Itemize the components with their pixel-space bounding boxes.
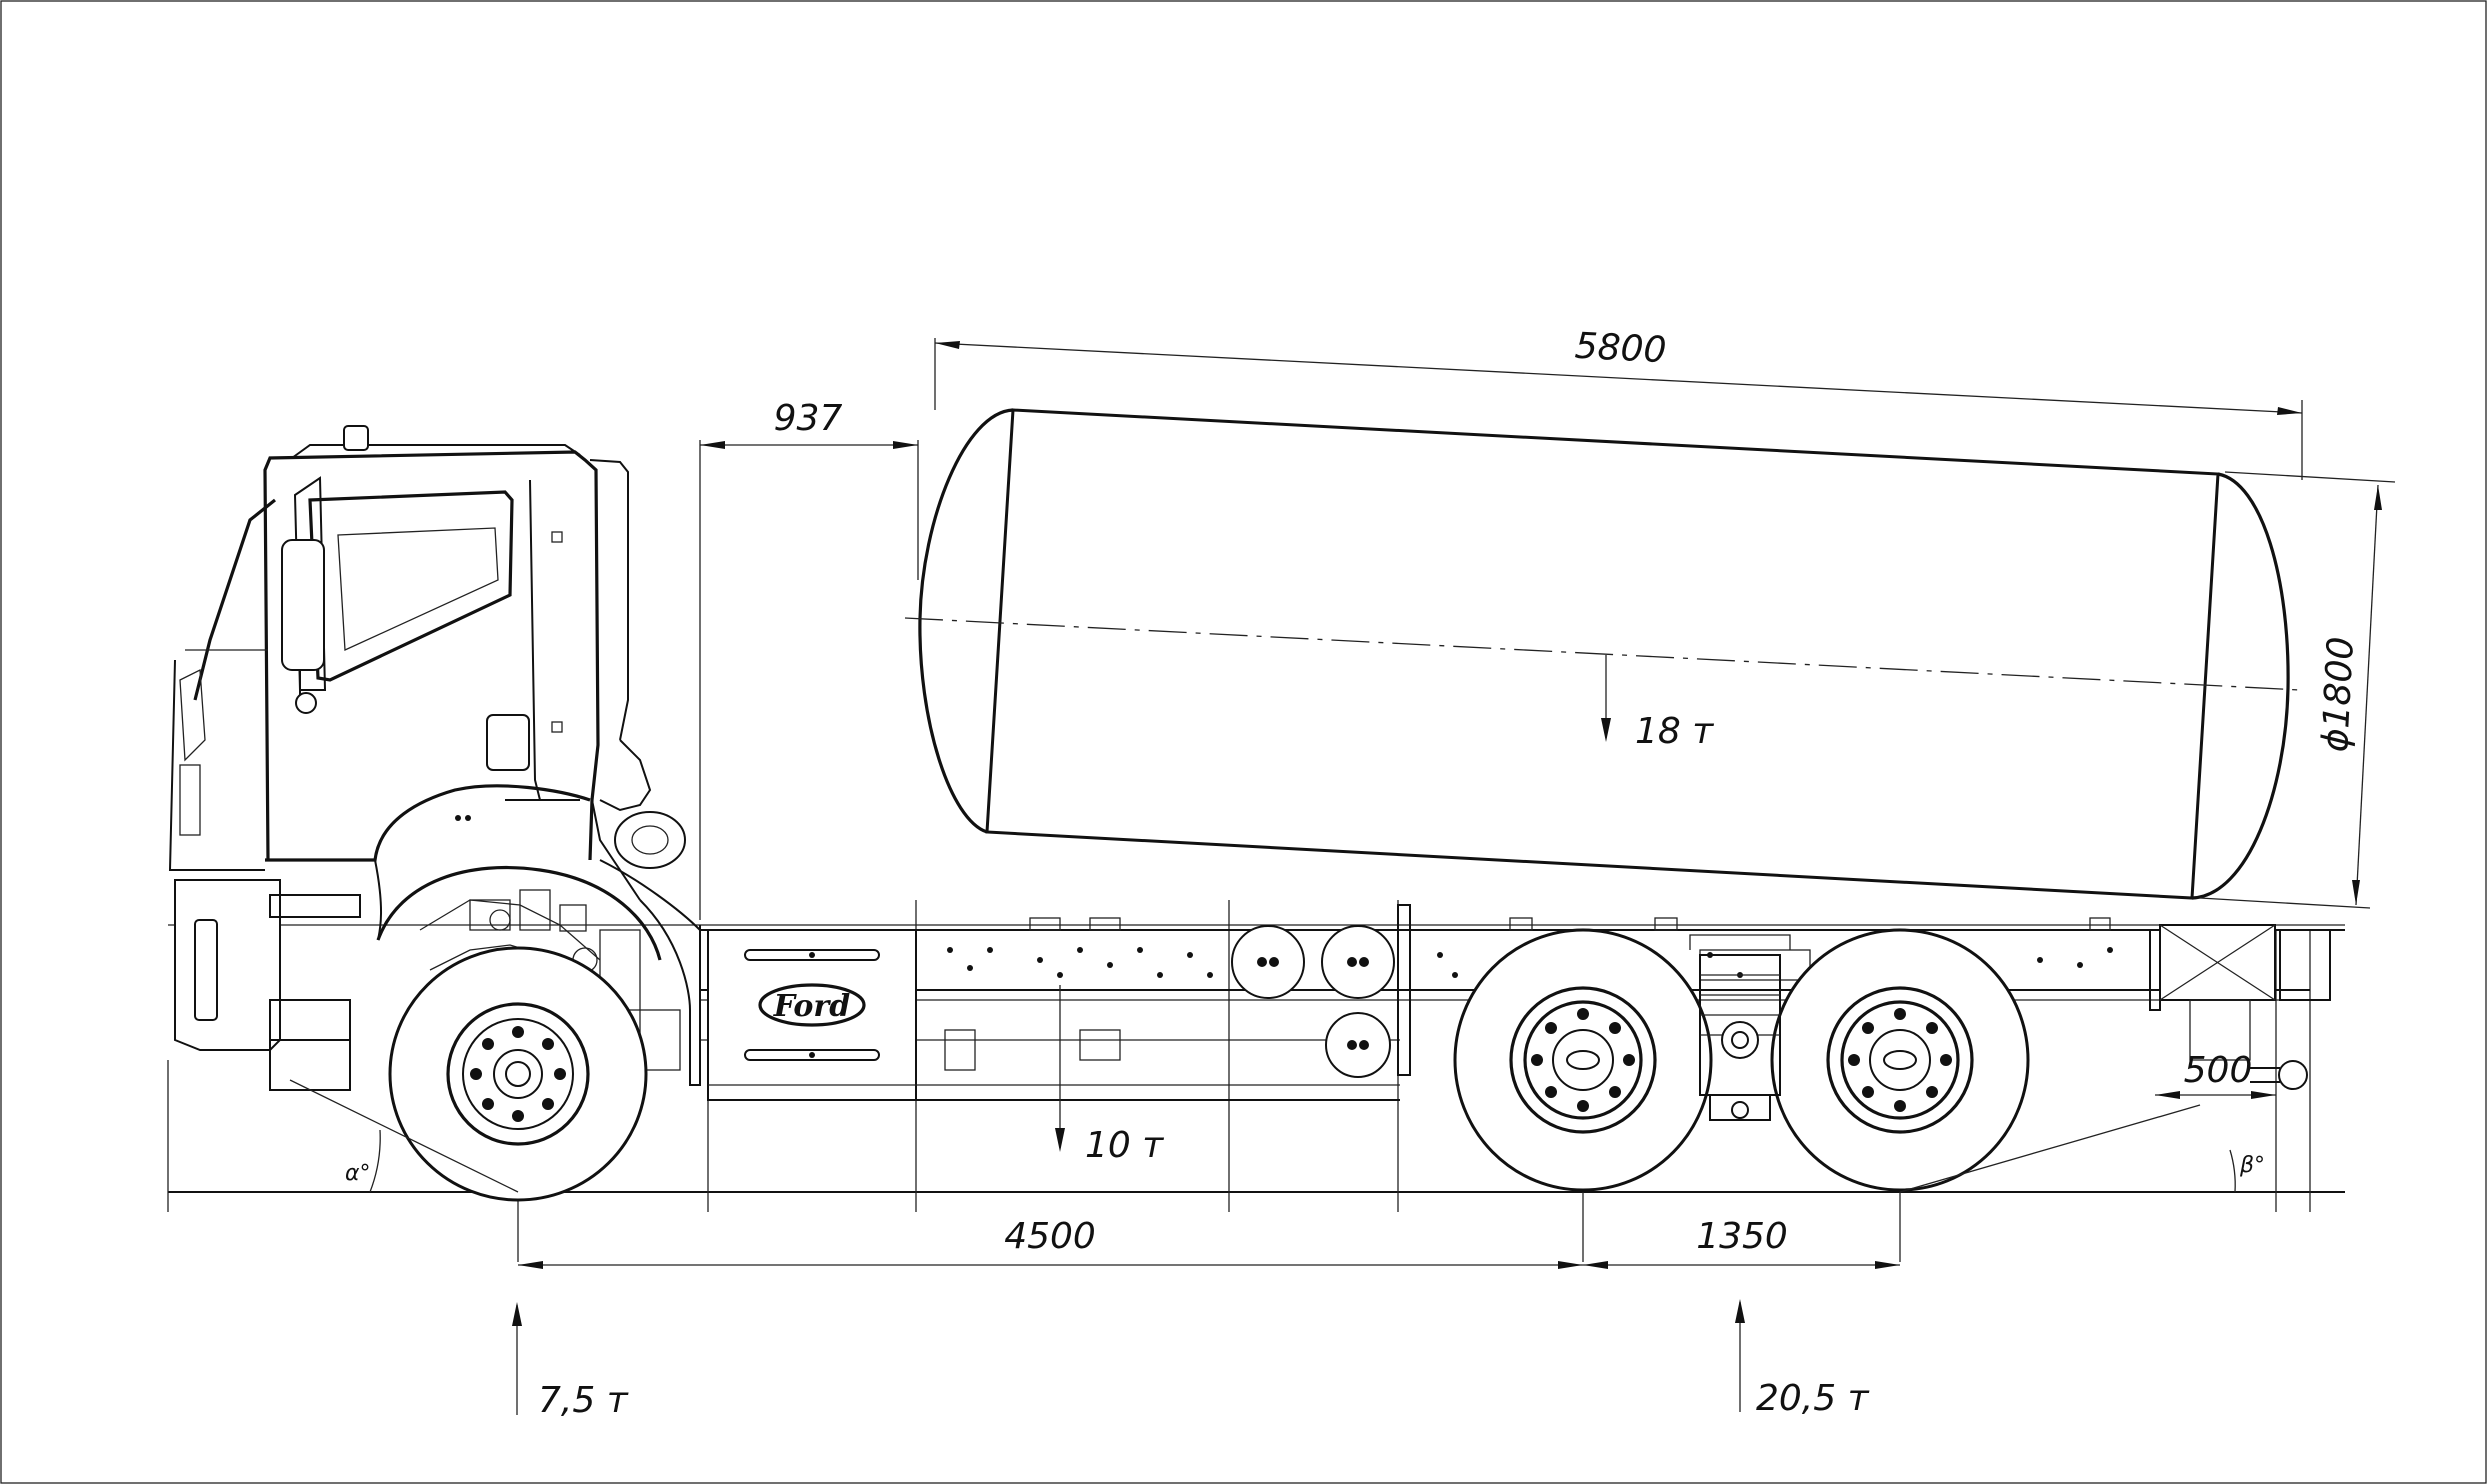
- tandem-suspension: [1689, 934, 1791, 1121]
- side-mirror: [281, 539, 325, 671]
- tank-centerline: [904, 617, 2301, 691]
- chassis-load-value: 10 т: [1085, 1125, 1164, 1166]
- wheelbase-value: 4500: [1004, 1216, 1096, 1257]
- rear-axle-load-value: 20,5 т: [1756, 1378, 1870, 1419]
- door-window: [308, 490, 514, 682]
- tank-diameter-value: ϕ1800: [2315, 636, 2362, 753]
- dim-wheelbase: 4500: [518, 1216, 1583, 1269]
- ford-logo-oval: [758, 983, 866, 1027]
- side-box: [707, 929, 917, 1101]
- front-wheel: [388, 946, 648, 1202]
- load-rear-axle: 20,5 т: [1735, 1299, 1870, 1419]
- air-tank-2: [1321, 925, 1395, 999]
- dim-tandem-spacing: 1350: [1583, 1216, 1900, 1269]
- front-gap-value: 937: [774, 398, 843, 439]
- overhang-value: 500: [2184, 1050, 2253, 1091]
- tank-load-value: 18 т: [1635, 711, 1714, 752]
- departure-angle-label: β°: [2239, 1153, 2265, 1178]
- ford-logo: Ford: [773, 989, 850, 1024]
- approach-angle: α°: [289, 1079, 519, 1193]
- tandem-spacing-value: 1350: [1696, 1216, 1788, 1257]
- approach-angle-label: α°: [345, 1161, 371, 1186]
- roof-beacon: [343, 425, 369, 451]
- front-bumper: [174, 879, 281, 1051]
- chassis-frame: Ford: [168, 904, 2345, 1101]
- front-mudguard: [376, 866, 662, 961]
- tow-hitch: [2278, 1060, 2308, 1090]
- tank: [904, 408, 2301, 900]
- air-tank-3: [1325, 1012, 1391, 1078]
- rear-wheel-1: [1453, 928, 1713, 1192]
- load-tank: 18 т: [1601, 655, 1714, 752]
- dim-front-gap: 937: [699, 398, 919, 920]
- rear-wheel-2: [1770, 928, 2030, 1192]
- air-tank-1: [1231, 925, 1305, 999]
- dim-tank-length: 5800: [934, 326, 2303, 480]
- front-axle-load-value: 7,5 т: [538, 1380, 629, 1421]
- dim-tank-diameter: ϕ1800: [2199, 471, 2396, 909]
- door-handle: [486, 714, 530, 771]
- load-front-axle: 7,5 т: [512, 1302, 629, 1421]
- tank-length-value: 5800: [1574, 326, 1668, 372]
- air-filter: [614, 811, 686, 869]
- load-chassis: 10 т: [1055, 985, 1164, 1166]
- cab: [168, 425, 1121, 1091]
- departure-angle: β°: [1899, 1104, 2265, 1193]
- dim-overhang: 500: [2155, 1050, 2276, 1099]
